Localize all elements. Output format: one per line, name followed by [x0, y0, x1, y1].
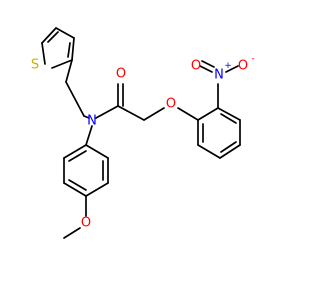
bond — [71, 37, 75, 61]
atom-oxygen-nitro: O — [191, 59, 201, 74]
bond — [219, 144, 241, 159]
bond — [83, 115, 90, 119]
bond-double — [220, 113, 237, 124]
bond — [63, 227, 81, 239]
bond — [65, 81, 85, 117]
atom-oxygen-ether: O — [166, 97, 176, 112]
bond-double — [47, 31, 59, 43]
bond — [197, 107, 219, 121]
bond-double — [68, 179, 87, 191]
bond — [63, 182, 87, 197]
atom-sulfur: S — [31, 58, 39, 73]
bond — [85, 182, 109, 197]
bond — [85, 125, 93, 146]
atom-nitrogen-amide: N — [87, 114, 97, 129]
bond-double — [68, 150, 87, 162]
bond — [85, 144, 109, 159]
nitrophenyl-ring — [197, 107, 241, 159]
methoxyphenyl-ring — [63, 144, 109, 197]
bond — [177, 107, 199, 121]
atom-nitrogen-nitro: N — [214, 68, 224, 83]
structure-canvas: S N O O N + O O - O — [30, 27, 255, 239]
bond-double — [199, 65, 213, 73]
charge-plus: + — [224, 61, 232, 71]
bond — [41, 42, 46, 65]
bond-double — [201, 60, 215, 68]
bond — [143, 107, 165, 121]
bond-double — [220, 141, 237, 153]
bond — [55, 27, 75, 39]
bond — [63, 144, 87, 159]
bond — [197, 144, 221, 159]
thiophene-ring — [41, 27, 75, 69]
bond — [217, 107, 241, 121]
bond — [41, 27, 57, 44]
molecule-structure: S N O O N + O O - O — [31, 27, 255, 239]
atom-oxygen-nitro-minus: O — [238, 59, 248, 74]
charge-minus: - — [251, 54, 254, 64]
bond — [225, 65, 239, 73]
bond-double — [67, 42, 71, 58]
bond — [117, 105, 145, 121]
atom-oxygen-methoxy: O — [81, 216, 91, 231]
bond — [51, 59, 73, 69]
atom-oxygen-carbonyl: O — [116, 67, 126, 82]
bond — [95, 105, 119, 119]
bond — [65, 59, 73, 83]
